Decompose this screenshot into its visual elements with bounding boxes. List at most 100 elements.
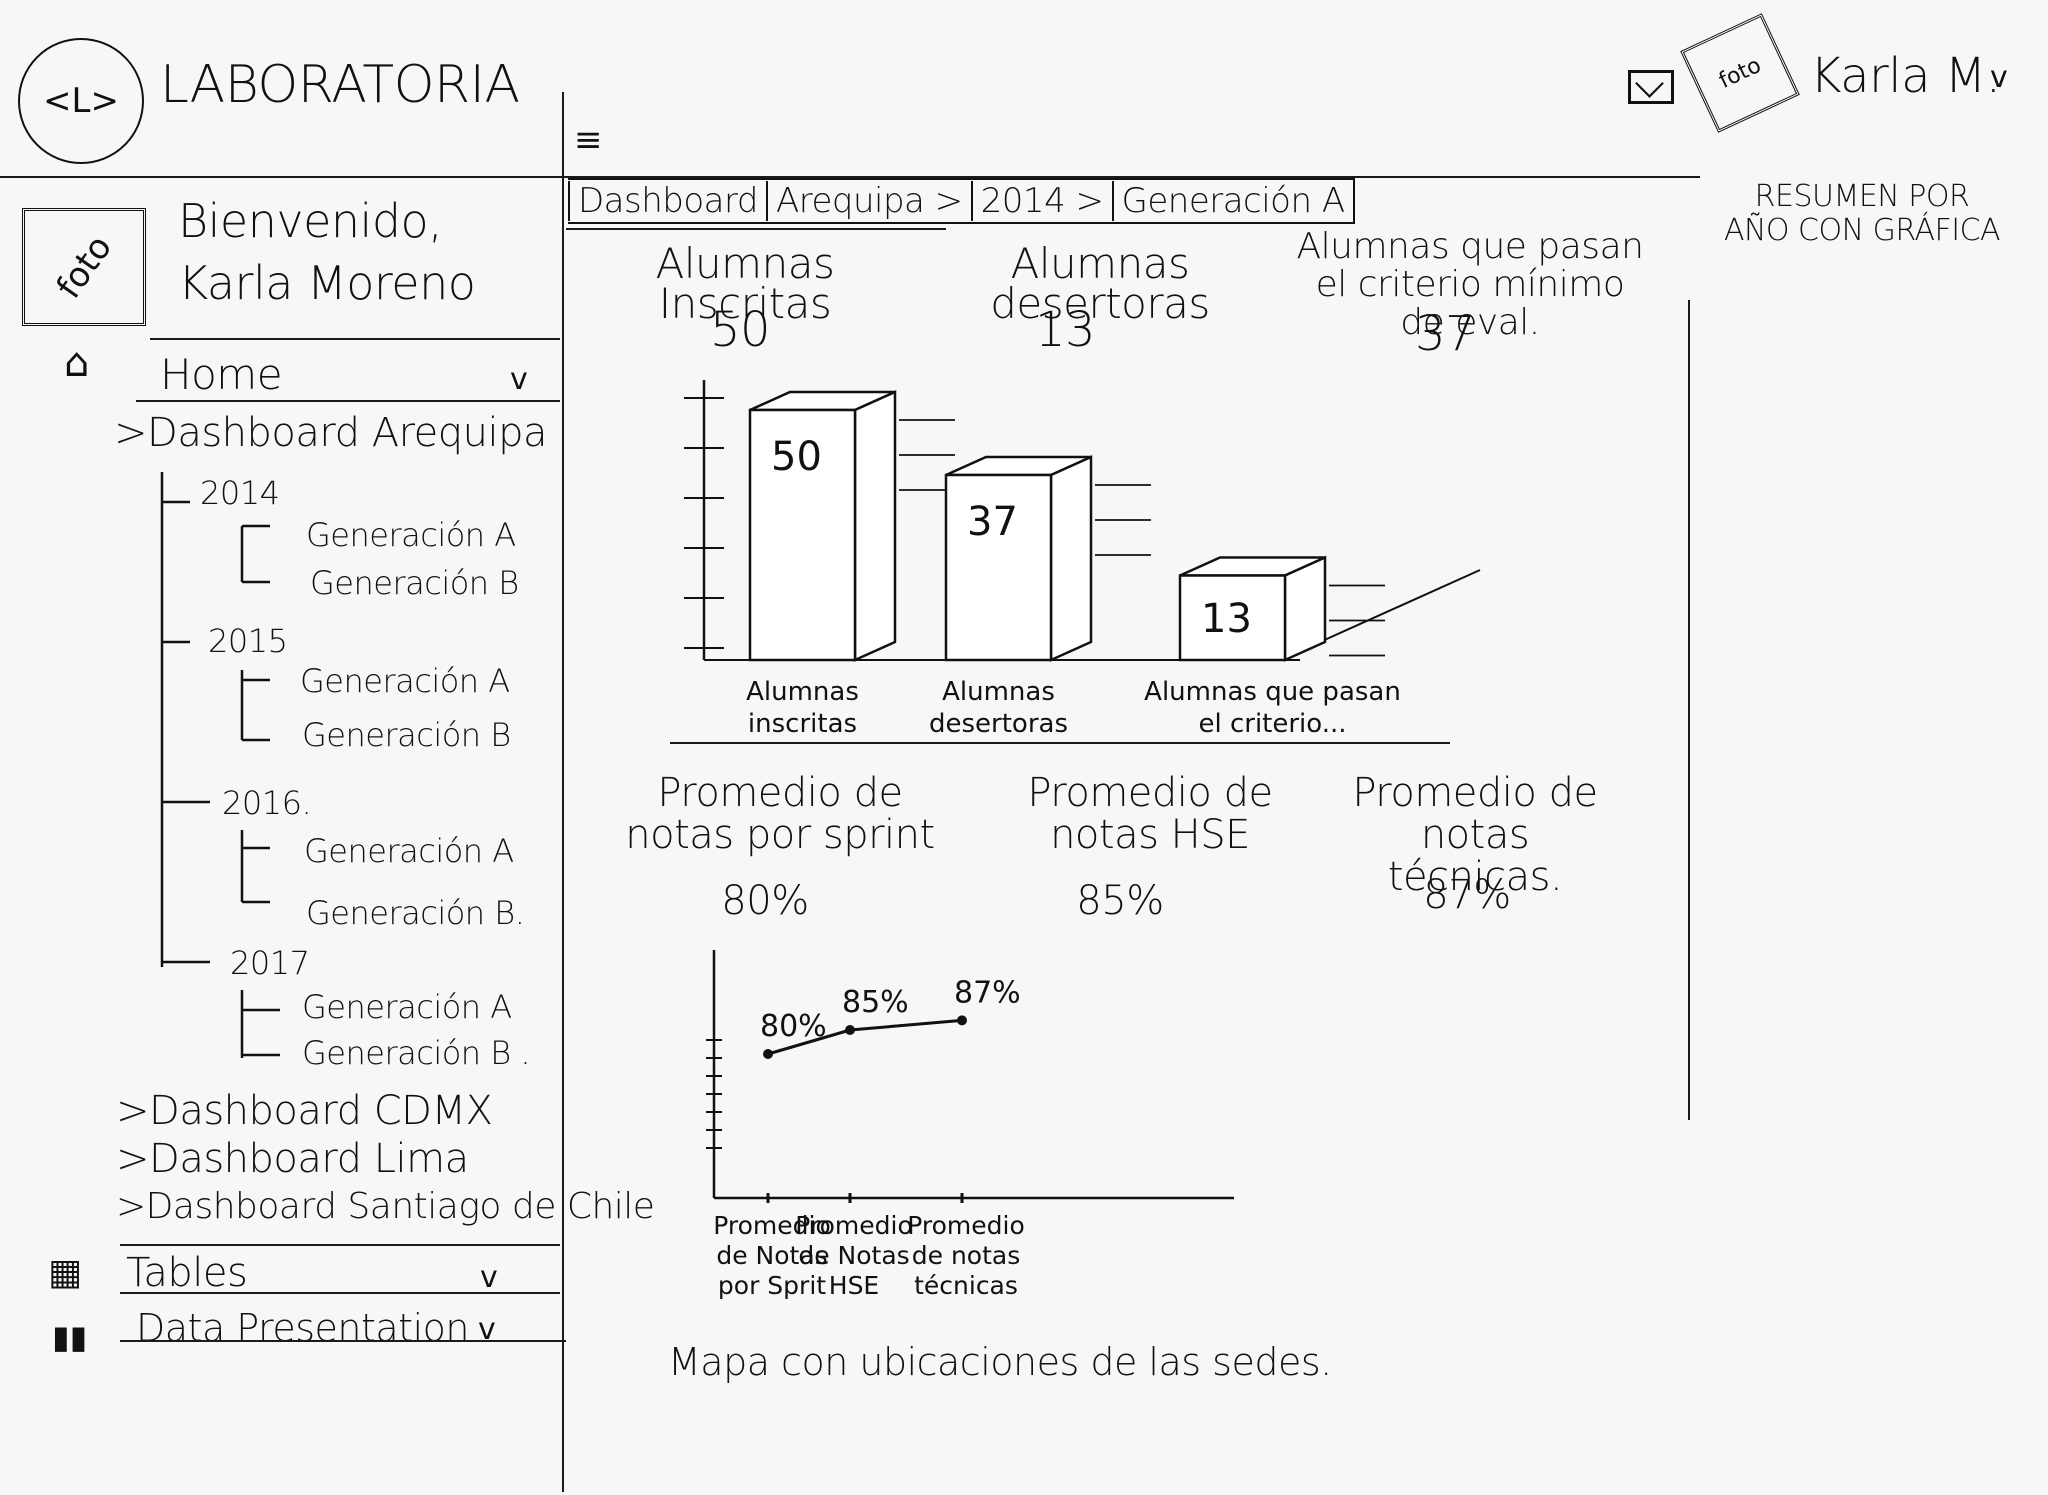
chevron-down-icon[interactable]: v	[478, 1312, 496, 1347]
tree-year-2014[interactable]: 2014	[200, 474, 280, 512]
profile-photo: foto	[22, 208, 146, 326]
avg-label-tecnicas: Promedio de notas técnicas.	[1352, 770, 1598, 900]
line-category-label: HSE	[829, 1271, 879, 1300]
nav-tree-lines	[160, 472, 270, 967]
bar-chart-baseline	[670, 742, 1450, 744]
nav-home[interactable]: Home	[160, 350, 283, 399]
map-placeholder-label: Mapa con ubicaciones de las sedes.	[668, 1340, 1332, 1384]
stat-label-inscritas: Alumnas Inscritas	[655, 239, 835, 328]
nav-dashboard-arequipa-label: Dashboard Arequipa	[147, 410, 548, 456]
data-presentation-underline	[120, 1340, 566, 1342]
sidebar-divider	[562, 92, 564, 1492]
line-category-label: de Notas	[716, 1241, 827, 1270]
chevron-down-icon[interactable]: v	[510, 362, 528, 397]
home-icon: ⌂	[64, 340, 90, 386]
avg-value-tecnicas: 87%	[1423, 872, 1511, 918]
line-category-label: Promedio	[795, 1211, 913, 1240]
avg-value-sprint: 80%	[721, 878, 809, 924]
breadcrumb-2014[interactable]: 2014 >	[970, 181, 1112, 221]
breadcrumb-generacion-a[interactable]: Generación A	[1111, 181, 1353, 221]
line-category-label: de notas	[912, 1241, 1020, 1270]
tables-top-line	[120, 1244, 560, 1246]
bar-side-face	[853, 390, 897, 662]
bar-side-face	[1283, 555, 1327, 662]
tree-2015-gen-a[interactable]: Generación A	[300, 662, 510, 700]
header-divider	[0, 176, 1700, 178]
line-category-label: de Notas	[798, 1241, 909, 1270]
welcome-line-2: Karla Moreno	[178, 256, 476, 310]
welcome-message: Bienvenido, Karla Moreno	[178, 190, 476, 314]
brand-name: LABORATORIA	[160, 55, 520, 115]
bar-chart-icon: ▮▮	[52, 1318, 88, 1356]
nav-dashboard-cdmx-label: Dashboard CDMX	[149, 1088, 493, 1134]
nav-dashboard-cdmx[interactable]: >Dashboard CDMX	[116, 1088, 493, 1134]
chevron-down-icon[interactable]: v	[480, 1260, 498, 1295]
mail-icon[interactable]	[1628, 70, 1674, 104]
tree-year-2015[interactable]: 2015	[208, 622, 288, 660]
chevron-right-icon: >	[116, 1088, 150, 1134]
nav-data-presentation[interactable]: Data Presentation	[136, 1306, 469, 1350]
nav-dashboard-arequipa[interactable]: >Dashboard Arequipa	[114, 410, 548, 456]
hamburger-icon[interactable]: ≡	[574, 120, 603, 160]
right-panel-title-text: RESUMEN POR AÑO CON GRÁFICA	[1723, 179, 2001, 248]
line-point	[845, 1025, 855, 1035]
line-point	[957, 1015, 967, 1026]
chevron-down-icon[interactable]: v	[1990, 60, 2008, 95]
nav-dashboard-santiago[interactable]: >Dashboard Santiago de Chile	[116, 1186, 655, 1227]
stat-label-criterio: Alumnas que pasan el criterio mínimo de …	[1296, 226, 1644, 343]
bar-front-face	[944, 473, 1053, 662]
user-avatar[interactable]: foto	[1680, 13, 1800, 133]
tree-2014-gen-a[interactable]: Generación A	[306, 516, 516, 554]
avg-label-hse: Promedio de notas HSE	[1027, 770, 1273, 858]
stat-value-inscritas: 50	[709, 302, 771, 358]
line-point	[763, 1049, 773, 1059]
bar-side-face	[1049, 455, 1093, 662]
bar-front-face	[748, 408, 857, 662]
logo[interactable]: <L>	[18, 38, 144, 164]
right-panel-title: RESUMEN POR AÑO CON GRÁFICA	[1722, 180, 2002, 248]
breadcrumb-underline	[566, 228, 946, 230]
chevron-right-icon: >	[116, 1136, 150, 1182]
avg-value-hse: 85%	[1076, 878, 1164, 924]
sidebar-top-line	[150, 338, 560, 340]
line-category-label: técnicas	[914, 1271, 1018, 1300]
tree-2017-gen-b[interactable]: Generación B .	[302, 1034, 531, 1072]
nav-dashboard-lima-label: Dashboard Lima	[149, 1136, 469, 1182]
tables-underline	[120, 1292, 560, 1294]
tree-year-2017[interactable]: 2017	[230, 944, 310, 982]
breadcrumb-dashboard[interactable]: Dashboard	[568, 181, 766, 221]
bar-category-label: Alumnas	[746, 677, 859, 707]
profile-photo-label: foto	[48, 228, 120, 306]
bar-value-label: 13	[1201, 596, 1252, 642]
bar-category-label: el criterio...	[1198, 709, 1346, 739]
tree-2016-gen-a[interactable]: Generación A	[304, 832, 514, 870]
table-icon: ▦	[48, 1252, 83, 1293]
nav-dashboard-santiago-label: Dashboard Santiago de Chile	[145, 1186, 655, 1227]
stat-value-criterio: 37	[1414, 306, 1476, 362]
tree-2015-gen-b[interactable]: Generación B	[302, 716, 511, 754]
bar-category-label: inscritas	[748, 709, 857, 739]
chevron-right-icon: >	[116, 1186, 146, 1227]
line-point-label: 85%	[842, 985, 909, 1020]
tree-2016-gen-b[interactable]: Generación B.	[306, 894, 525, 932]
right-panel-divider	[1688, 300, 1690, 1120]
avg-label-sprint: Promedio de notas por sprint	[625, 770, 935, 858]
welcome-line-1: Bienvenido,	[178, 194, 443, 248]
tree-2017-gen-a[interactable]: Generación A	[302, 988, 512, 1026]
line-category-label: Promedio	[907, 1211, 1025, 1240]
nav-dashboard-lima[interactable]: >Dashboard Lima	[116, 1136, 469, 1182]
chevron-right-icon: >	[114, 410, 148, 456]
breadcrumb-arequipa[interactable]: Arequipa >	[765, 181, 971, 221]
tree-2014-gen-b[interactable]: Generación B	[310, 564, 519, 602]
bar-category-label: Alumnas que pasan	[1144, 677, 1401, 707]
tree-year-2016[interactable]: 2016.	[222, 784, 312, 822]
line-category-label: Promedio	[713, 1211, 831, 1240]
line-point-label: 80%	[760, 1009, 827, 1044]
user-name[interactable]: Karla M.	[1810, 48, 2001, 104]
nav-tables[interactable]: Tables	[126, 1250, 248, 1296]
user-avatar-label: foto	[1715, 52, 1765, 94]
